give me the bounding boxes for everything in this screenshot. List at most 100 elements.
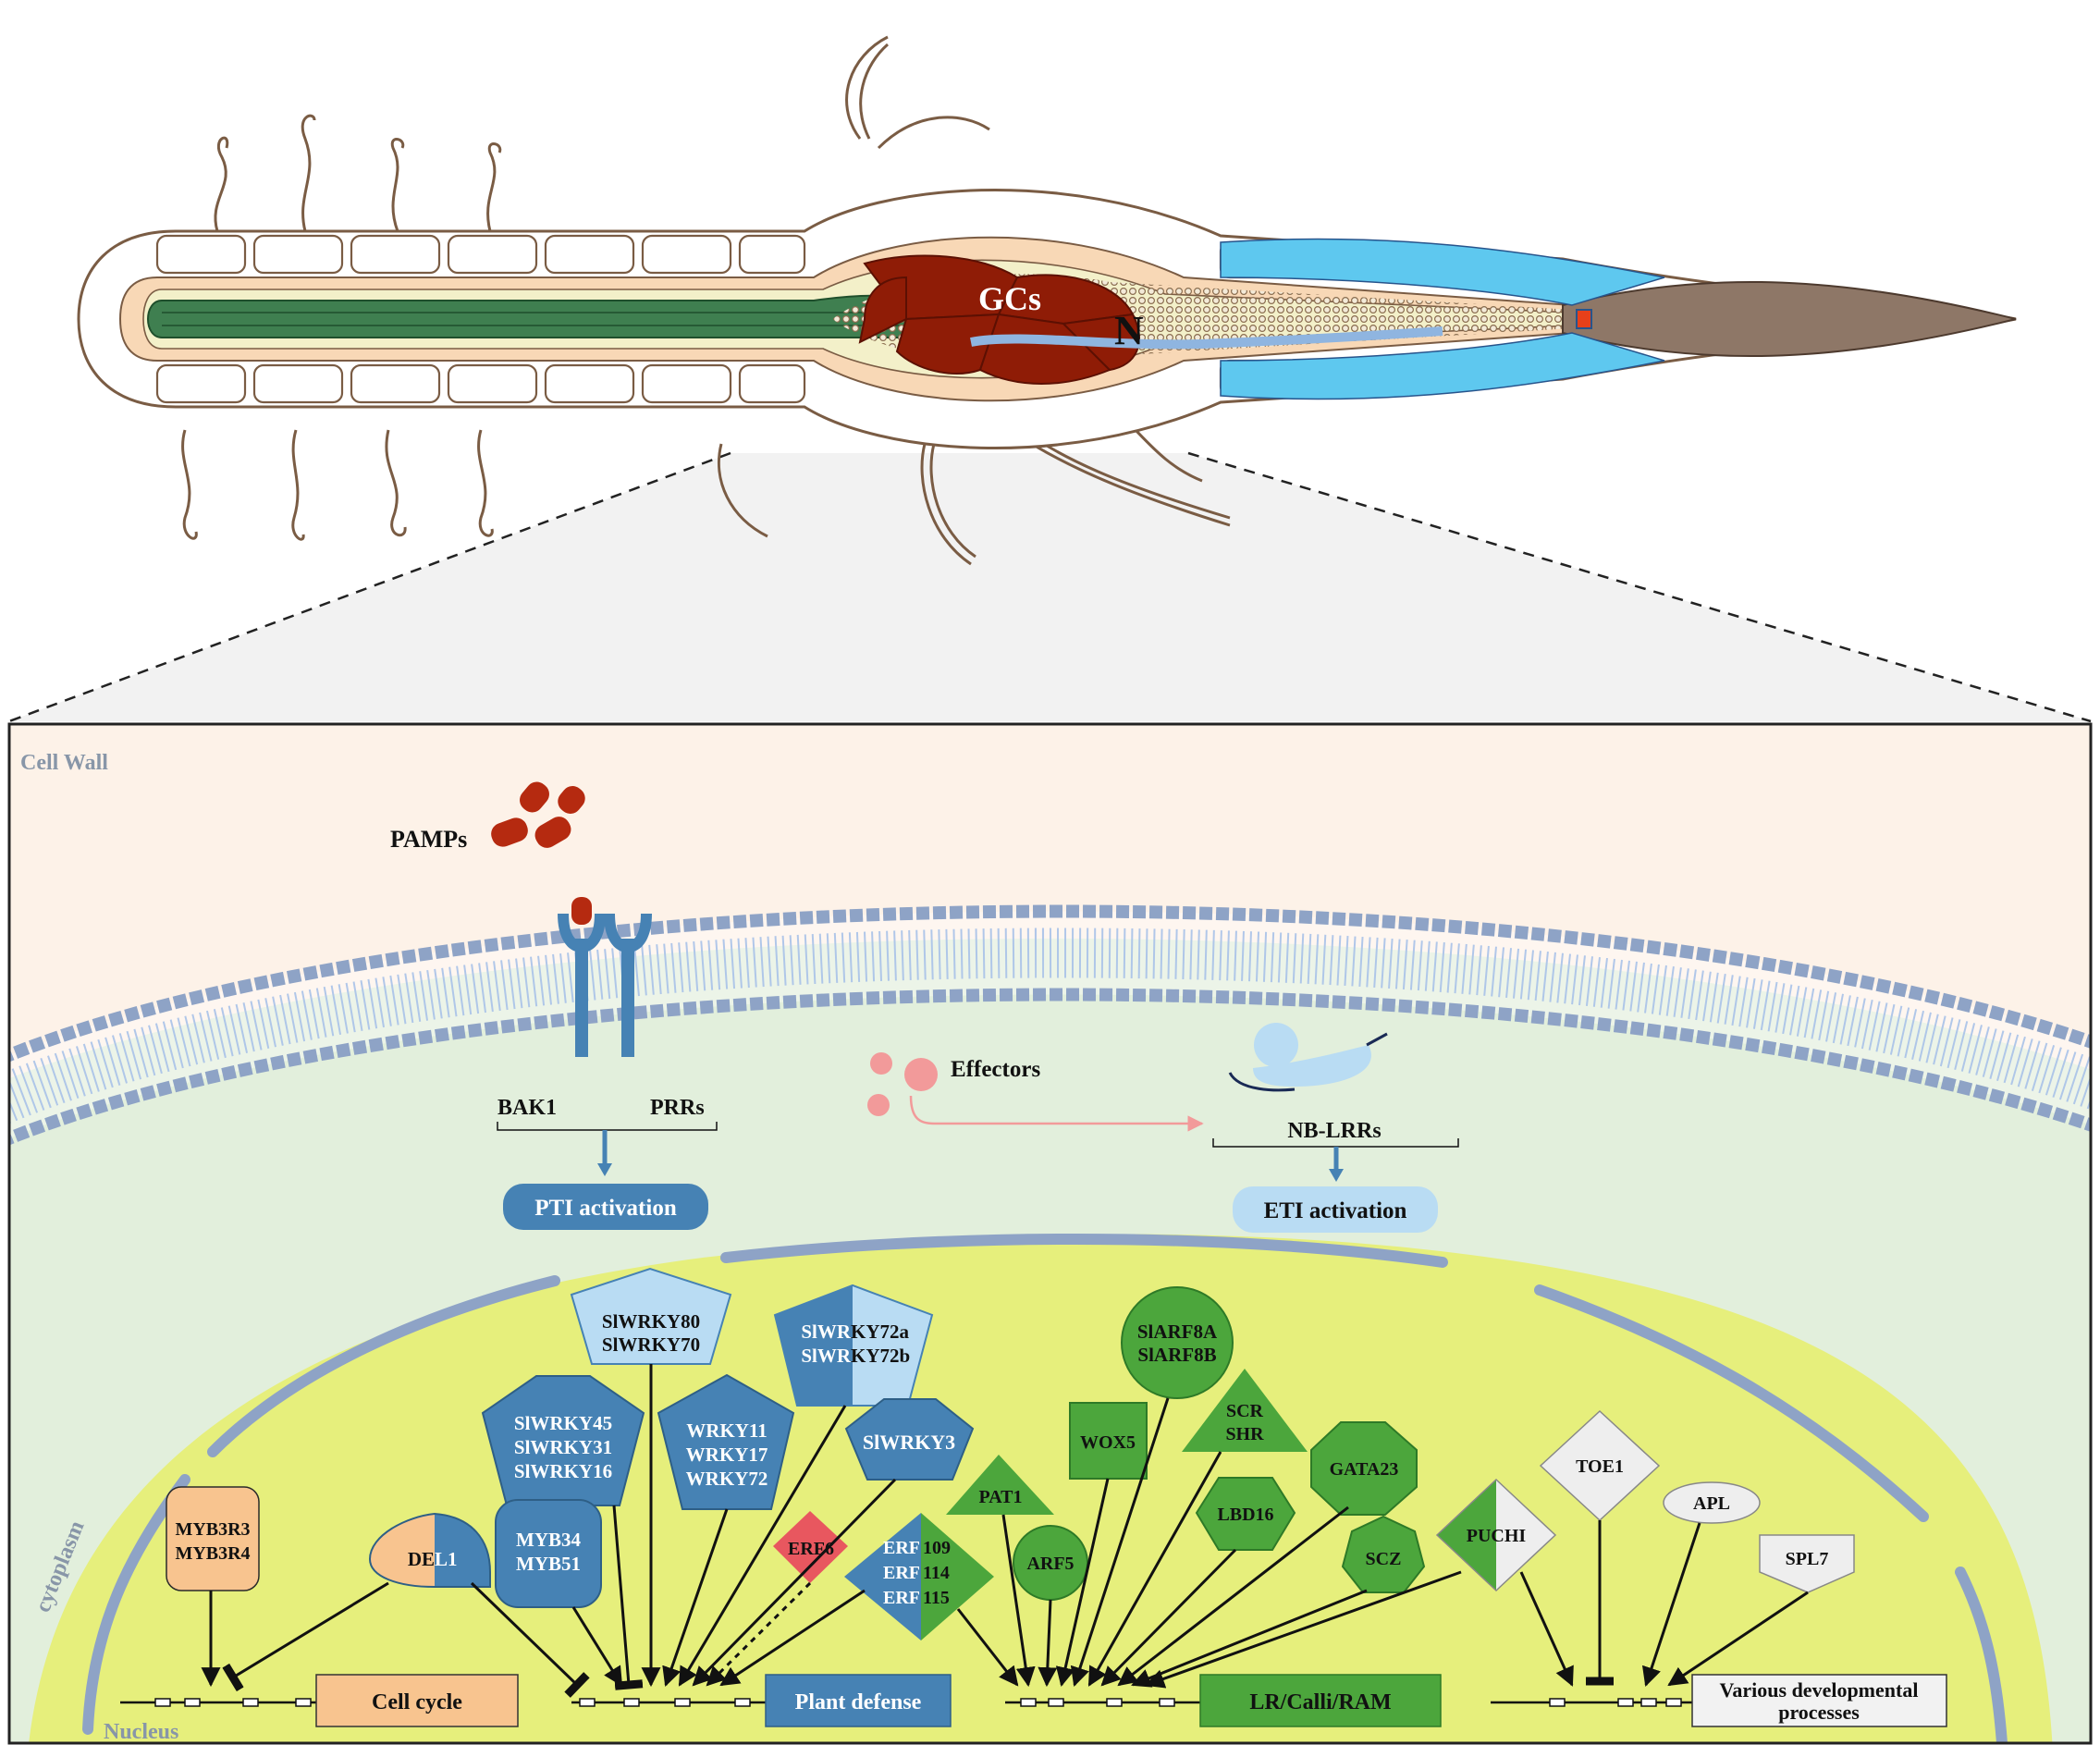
- lbd16-label: LBD16: [1217, 1505, 1273, 1525]
- scz-label: SCZ: [1366, 1549, 1402, 1569]
- slarf8a-label: SlARF8A: [1137, 1321, 1218, 1343]
- gcs-label: GCs: [978, 280, 1041, 317]
- del1-label-left: DE: [408, 1548, 435, 1570]
- slwrky31-label: SlWRKY31: [514, 1436, 612, 1458]
- nb-lrrs-label: NB-LRRs: [1287, 1119, 1381, 1143]
- cell-cycle-label: Cell cycle: [372, 1690, 462, 1714]
- stele-lines: [162, 312, 911, 326]
- pat1-node: [946, 1455, 1054, 1515]
- slwrky45-label: SlWRKY45: [514, 1412, 612, 1434]
- arf5-label: ARF5: [1026, 1554, 1074, 1574]
- myb34-label: MYB34: [516, 1529, 581, 1551]
- various-line2: processes: [1778, 1701, 1860, 1724]
- scr-label: SCR: [1226, 1401, 1264, 1421]
- pti-activation-label: PTI activation: [534, 1196, 677, 1221]
- del1-node-left: [370, 1514, 435, 1587]
- erf-node-right: [921, 1513, 994, 1640]
- erf115-left: ERF: [883, 1588, 920, 1608]
- slwrky72-node-right: [853, 1285, 932, 1406]
- root-illustration: GCs N: [8, 35, 2092, 723]
- scz-node: [1341, 1515, 1426, 1593]
- myb3r-node: [166, 1486, 260, 1591]
- zoom-line-left: [8, 451, 731, 723]
- slwrky3-node: [844, 1398, 975, 1481]
- various-line1: Various developmental: [1720, 1678, 1919, 1702]
- epidermis-cells: [155, 234, 1306, 404]
- gata23-label: GATA23: [1330, 1459, 1399, 1480]
- wox5-label: WOX5: [1080, 1432, 1136, 1453]
- erf114-right: 114: [923, 1563, 950, 1583]
- pamps-icon: [491, 781, 585, 848]
- puchi-label: PUCHI: [1467, 1526, 1527, 1546]
- quiescent-center: [1576, 309, 1592, 329]
- root-cap-brown: [1562, 280, 2017, 358]
- slarf8-node: [1121, 1286, 1234, 1399]
- myb34-51-node: [495, 1499, 602, 1608]
- plant-defense-label: Plant defense: [795, 1690, 922, 1714]
- nematode-label: N: [1114, 308, 1144, 353]
- various-processes-box: [1691, 1674, 1947, 1727]
- slwrky3-label: SlWRKY3: [863, 1431, 955, 1454]
- slwrky72a-label-right: KY72a: [851, 1321, 910, 1343]
- giant-cells: [858, 254, 1140, 385]
- apl-node: [1663, 1481, 1761, 1524]
- prrs-label: PRRs: [650, 1096, 705, 1120]
- slwrky72b-label-right: KY72b: [851, 1345, 910, 1367]
- bak1-label: BAK1: [497, 1096, 557, 1120]
- cell-cycle-box: [315, 1674, 519, 1727]
- slwrky72b-label-left: SlWR: [801, 1345, 852, 1367]
- slwrky16-label: SlWRKY16: [514, 1460, 612, 1482]
- nucleus-label: Nucleus: [104, 1720, 178, 1744]
- scr-shr-node: [1182, 1369, 1308, 1452]
- apl-label: APL: [1693, 1493, 1730, 1514]
- slwrky80-70-node: [570, 1267, 732, 1365]
- erf114-left: ERF: [883, 1563, 920, 1583]
- spl7-label: SPL7: [1786, 1549, 1829, 1569]
- slwrky72a-label-left: SlWR: [801, 1321, 852, 1343]
- eti-activation-label: ETI activation: [1264, 1198, 1407, 1223]
- membrane-outer: [9, 904, 2091, 1063]
- root-cap-blue-bottom: [1220, 332, 1665, 400]
- prr-receptors: [558, 897, 652, 1057]
- spl7-node: [1759, 1534, 1855, 1593]
- cell-panel-border: [7, 722, 2093, 1745]
- shr-label: SHR: [1225, 1424, 1264, 1444]
- zoom-area: [9, 453, 2091, 721]
- gata23-node: [1310, 1421, 1418, 1516]
- lr-calli-ram-box: [1199, 1674, 1442, 1727]
- myb51-label: MYB51: [516, 1553, 581, 1575]
- erf-node-left: [844, 1513, 921, 1640]
- erf6-node: [773, 1511, 848, 1583]
- slwrky72-node-left: [775, 1285, 853, 1406]
- slwrky70-label: SlWRKY70: [602, 1333, 700, 1356]
- erf109-left: ERF: [883, 1538, 920, 1558]
- regulatory-edges: [201, 1364, 1809, 1698]
- myb3r3-label: MYB3R3: [175, 1519, 250, 1540]
- slarf8b-label: SlARF8B: [1137, 1344, 1216, 1366]
- toe1-label: TOE1: [1576, 1456, 1624, 1477]
- wrky11-label: WRKY11: [686, 1419, 768, 1442]
- erf115-right: 115: [923, 1588, 950, 1608]
- nucleus-body: [29, 1234, 2053, 1743]
- effector-arrow: [909, 1095, 1204, 1132]
- wrky11-17-72-node: [657, 1373, 795, 1510]
- pamps-label: PAMPs: [390, 826, 467, 853]
- cell-wall-label: Cell Wall: [20, 751, 108, 775]
- pti-activation: [503, 1184, 708, 1230]
- wox5-node: [1069, 1402, 1148, 1480]
- lr-calli-ram-label: LR/Calli/RAM: [1249, 1690, 1391, 1714]
- membrane-inner: [9, 988, 2091, 1146]
- myb3r4-label: MYB3R4: [175, 1543, 250, 1564]
- lbd16-node: [1195, 1477, 1296, 1551]
- wrky17-label: WRKY17: [686, 1444, 768, 1466]
- nb-lrr-icon: [1228, 1023, 1388, 1092]
- pat1-label: PAT1: [978, 1487, 1022, 1507]
- nuclear-envelope: [82, 1234, 2008, 1743]
- effectors-label: Effectors: [951, 1057, 1040, 1082]
- eti-activation: [1233, 1186, 1438, 1233]
- erf109-right: 109: [923, 1538, 951, 1558]
- slwrky80-label: SlWRKY80: [602, 1310, 700, 1333]
- root-cap-blue-top: [1220, 238, 1665, 306]
- promoter-elements: [154, 1698, 1682, 1707]
